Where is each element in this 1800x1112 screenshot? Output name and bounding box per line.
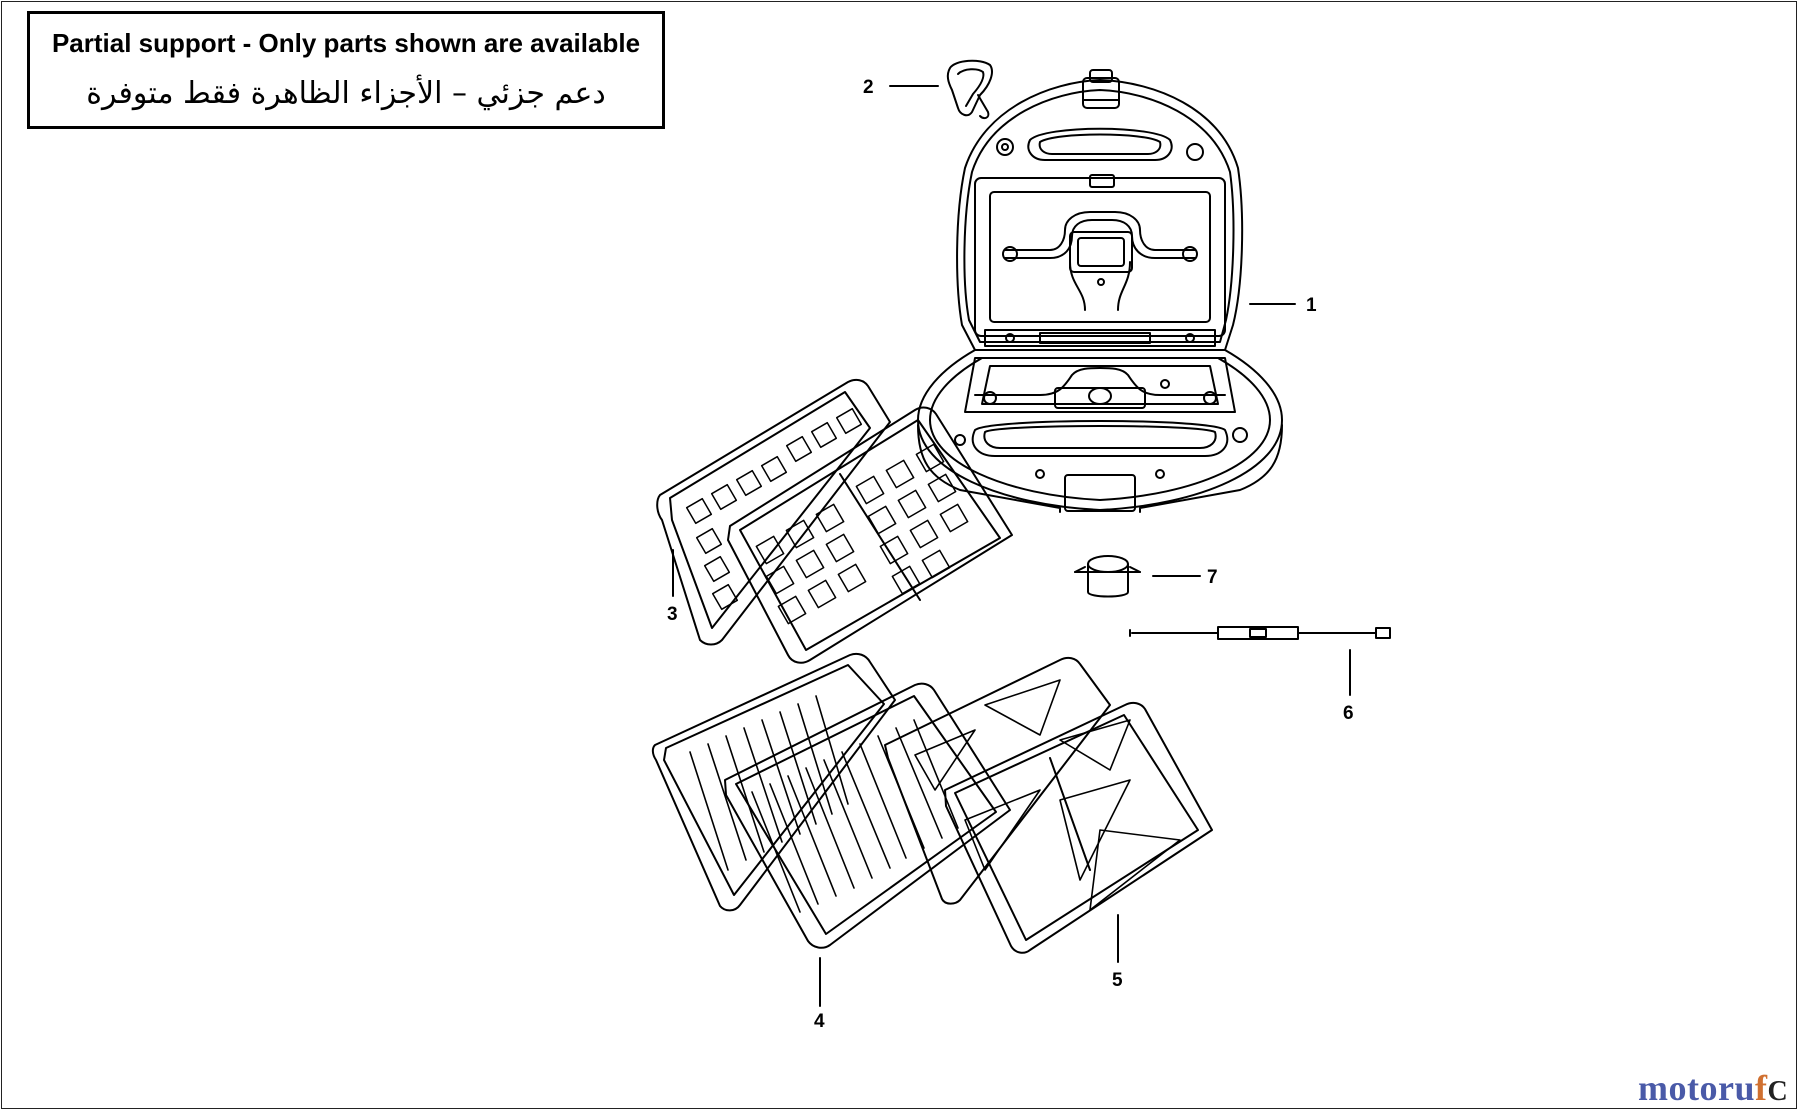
- part-2-clip: [946, 59, 993, 120]
- watermark-text-b: f: [1754, 1068, 1768, 1108]
- part-4-grill-plates: [651, 652, 1011, 949]
- callout-2: 2: [863, 77, 874, 98]
- part-1-appliance-body: [917, 69, 1283, 513]
- callout-3: 3: [667, 604, 678, 625]
- availability-notice: Partial support - Only parts shown are a…: [27, 11, 665, 129]
- watermark-logo: motorufC: [1638, 1067, 1788, 1109]
- callout-5: 5: [1112, 970, 1123, 991]
- callout-6: 6: [1343, 703, 1354, 724]
- callout-1: 1: [1306, 295, 1317, 316]
- callout-7: 7: [1207, 567, 1218, 588]
- watermark-text-a: motoru: [1638, 1068, 1755, 1108]
- notice-arabic-text: دعم جزئي – الأجزاء الظاهرة فقط متوفرة: [86, 76, 606, 111]
- part-6-cable: [1129, 626, 1391, 640]
- part-3-waffle-plates: [656, 378, 1013, 664]
- callout-4: 4: [814, 1011, 825, 1032]
- part-7-thermostat: [1074, 555, 1141, 598]
- watermark-mark: C: [1767, 1076, 1789, 1107]
- part-5-sandwich-plates: [884, 656, 1213, 954]
- notice-english-text: Partial support - Only parts shown are a…: [51, 28, 641, 58]
- leader-lines: [672, 85, 1351, 1007]
